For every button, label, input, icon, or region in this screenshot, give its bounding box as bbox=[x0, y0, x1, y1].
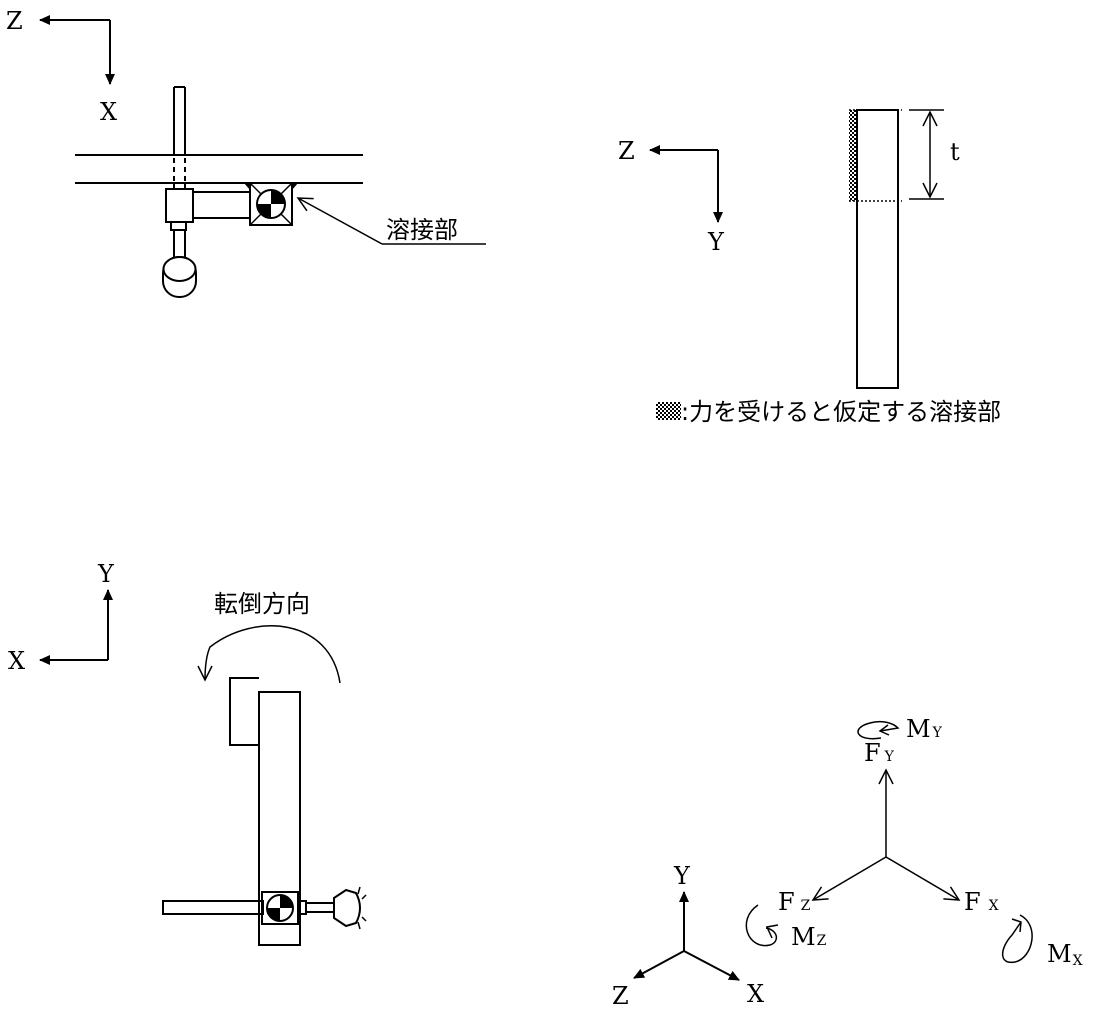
horizontal-pipe bbox=[162, 900, 264, 915]
horizontal-arm bbox=[192, 191, 251, 219]
thickness-label: t bbox=[950, 138, 960, 166]
axis-label-y: Y bbox=[673, 862, 691, 890]
legend-swatch bbox=[656, 402, 681, 420]
support-plate bbox=[258, 691, 301, 946]
legend: :力を受けると仮定する溶接部 bbox=[656, 398, 1001, 426]
pipe-extension bbox=[305, 902, 335, 913]
weld-hatched-area bbox=[849, 110, 857, 201]
axis-label-z: Z bbox=[618, 137, 635, 165]
axis-indicator-zy: Z Y bbox=[618, 137, 725, 256]
axis-label-z: Z bbox=[6, 7, 23, 35]
sensor-head bbox=[162, 256, 197, 298]
force-x-arrow bbox=[885, 856, 961, 901]
connector-block bbox=[165, 188, 194, 223]
arm-neck bbox=[170, 221, 187, 231]
moment-z-icon bbox=[745, 904, 779, 947]
vertical-pipe bbox=[173, 86, 186, 189]
bottom-left-view: Y X 転倒方向 bbox=[8, 560, 367, 946]
legend-text: :力を受けると仮定する溶接部 bbox=[681, 398, 1001, 426]
axis-indicator-zx: Z X bbox=[6, 7, 117, 126]
force-z-arrow bbox=[811, 856, 887, 901]
axis-indicator-yx: Y X bbox=[8, 560, 115, 675]
axis-label-x: X bbox=[8, 647, 25, 675]
center-of-gravity-icon bbox=[266, 894, 294, 922]
terminal-head-icon bbox=[333, 886, 367, 930]
weld-label: 溶接部 bbox=[386, 216, 458, 244]
axis-label-z: Z bbox=[612, 982, 629, 1010]
axis-label-y: Y bbox=[97, 560, 115, 588]
overturn-direction-label: 転倒方向 bbox=[214, 590, 310, 618]
axis-indicator-xyz: Y Z X bbox=[612, 862, 764, 1010]
center-of-gravity-icon bbox=[256, 189, 286, 219]
axis-label-y: Y bbox=[707, 228, 725, 256]
moment-y-icon bbox=[857, 720, 900, 740]
thickness-dimension: t bbox=[909, 109, 960, 200]
overturn-arrow bbox=[197, 625, 341, 684]
axis-label-x: X bbox=[747, 980, 764, 1008]
moment-label-mz: MZ bbox=[791, 923, 827, 951]
moment-x-icon bbox=[1001, 914, 1033, 963]
axis-label-x: X bbox=[100, 98, 117, 126]
top-right-view: Z Y t :力を受けると仮定する溶接部 bbox=[618, 109, 1001, 426]
top-left-view: Z X bbox=[6, 7, 486, 298]
moment-label-mx: MX bbox=[1047, 940, 1083, 969]
bracket-flange bbox=[229, 677, 259, 746]
support-plate bbox=[856, 109, 899, 389]
